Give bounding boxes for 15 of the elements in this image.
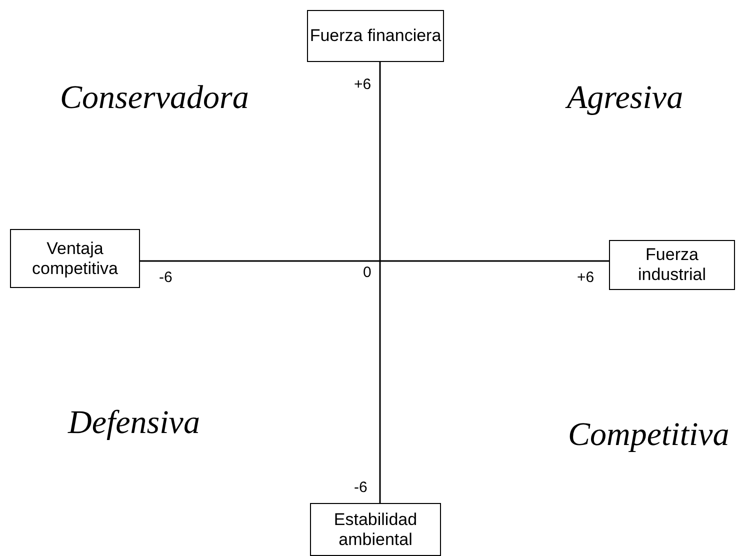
tick-label: 0 [363,264,372,281]
quadrant-label: Competitiva [568,417,730,454]
tick-label: +6 [354,76,372,93]
tick-label: -6 [159,269,172,286]
quadrant-label: Defensiva [68,405,200,442]
quadrant-label: Agresiva [567,80,684,117]
quadrant-label: Conservadora [60,80,249,117]
axis-line [379,62,381,503]
axis-label-box: Estabilidad ambiental [310,503,441,556]
axis-label-box: Fuerza financiera [307,10,444,62]
tick-label: +6 [577,269,594,286]
tick-label: -6 [354,479,368,496]
axis-label-box: Fuerza industrial [609,240,735,290]
axis-label-box: Ventaja competitiva [10,229,140,288]
axis-line [140,260,609,262]
